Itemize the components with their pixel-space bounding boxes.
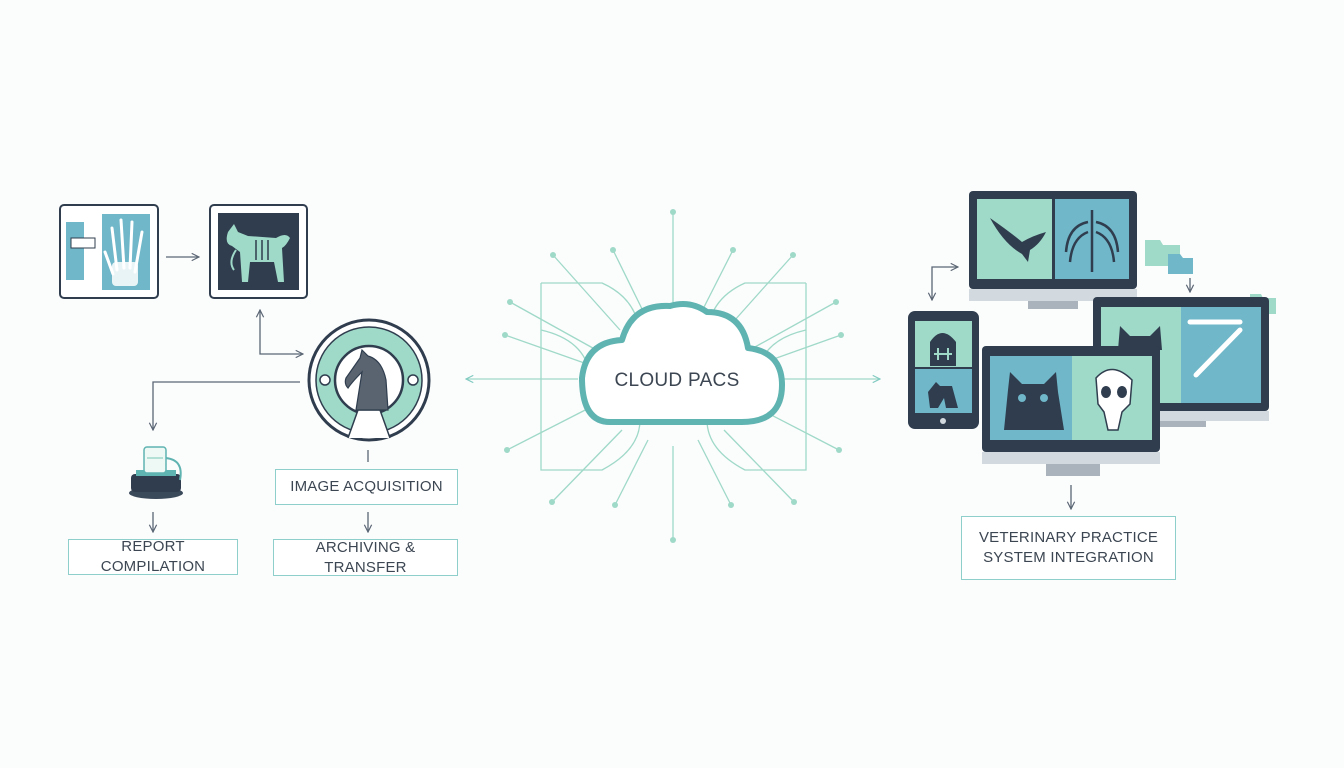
cloud-network bbox=[466, 212, 880, 540]
monitor-bird-ribcage-icon bbox=[969, 191, 1137, 309]
report-compilation-text: REPORT COMPILATION bbox=[100, 538, 206, 575]
report-printer-icon bbox=[129, 446, 183, 499]
hand-xray-icon bbox=[59, 204, 159, 299]
vps-line2-text: SYSTEM INTEGRATION bbox=[983, 549, 1154, 566]
monitor-cat-skull-icon bbox=[982, 346, 1160, 476]
dog-xray-icon bbox=[209, 204, 308, 299]
archiving-transfer-label: ARCHIVING & TRANSFER bbox=[273, 539, 458, 576]
horse-scanner-icon bbox=[307, 318, 431, 442]
archiving-transfer-text: ARCHIVING & TRANSFER bbox=[315, 538, 416, 576]
network-nodes bbox=[502, 209, 844, 543]
veterinary-practice-integration-label: VETERINARY PRACTICE SYSTEM INTEGRATION bbox=[961, 516, 1176, 580]
arrow-tablet-to-monitor bbox=[932, 267, 958, 300]
cloud-pacs-label: CLOUD PACS bbox=[614, 370, 740, 391]
report-compilation-label: REPORT COMPILATION bbox=[68, 538, 238, 575]
image-acquisition-label: IMAGE ACQUISITION bbox=[275, 469, 458, 505]
arrow-scanner-to-dog bbox=[260, 310, 303, 354]
cloud-icon bbox=[579, 301, 785, 425]
image-acquisition-text: IMAGE ACQUISITION bbox=[290, 478, 443, 495]
vps-line1-text: VETERINARY PRACTICE bbox=[978, 529, 1159, 546]
tablet-icon bbox=[908, 311, 979, 429]
arrow-scanner-to-report bbox=[153, 381, 300, 430]
